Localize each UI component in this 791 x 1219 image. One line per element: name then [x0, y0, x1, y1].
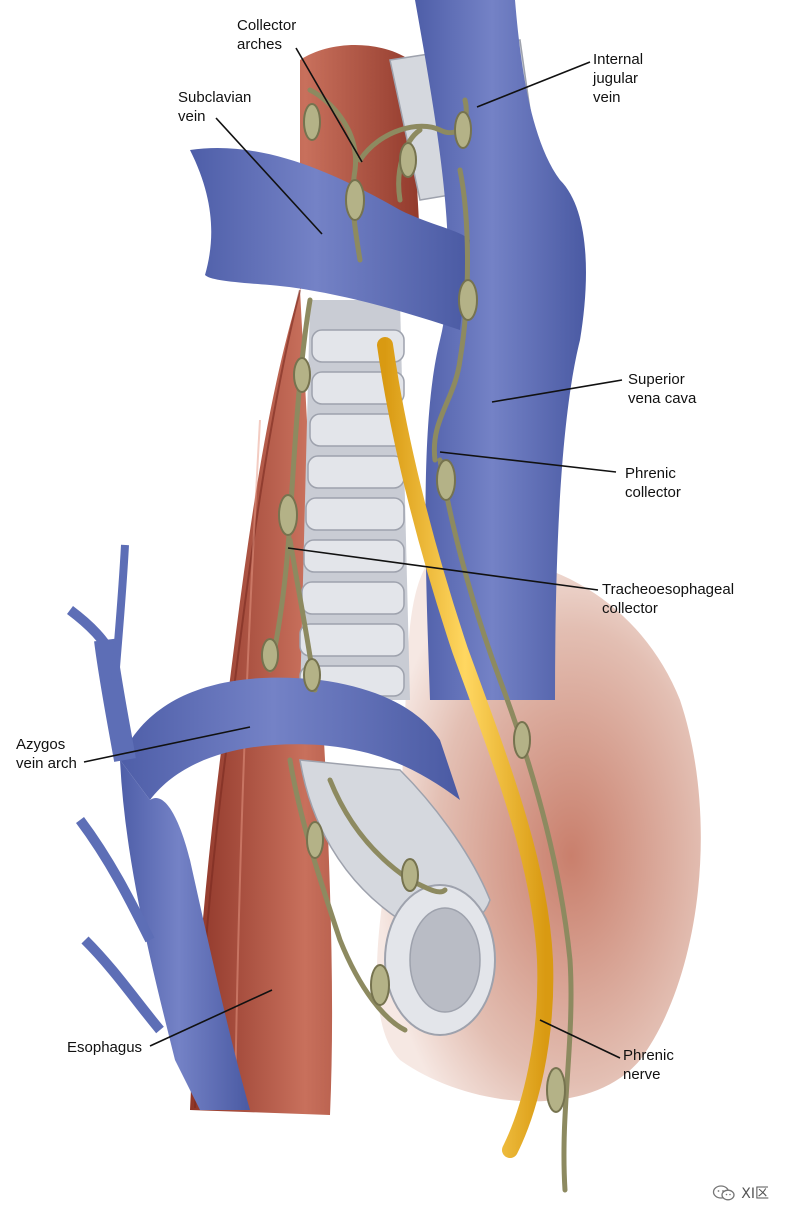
label-esophagus: Esophagus — [67, 1039, 143, 1056]
leader-phrenic-nerve — [539, 1019, 621, 1059]
leader-tracheoesophageal-collector — [287, 547, 599, 591]
label-phrenic-nerve: Phrenic nerve — [623, 1047, 674, 1083]
leader-lines — [83, 47, 623, 1059]
superior-vena-cava-shape — [415, 0, 586, 700]
leader-phrenic-collector — [439, 451, 617, 473]
phrenic-nerve-shape — [377, 337, 554, 1158]
wechat-icon — [713, 1185, 735, 1201]
leader-esophagus — [149, 989, 273, 1047]
leader-superior-vena-cava — [491, 379, 623, 403]
subclavian-vein-shape — [190, 148, 470, 330]
watermark: XI区 — [712, 1183, 769, 1203]
label-internal-jugular-vein: Internal jugular vein — [593, 51, 644, 106]
leader-azygos-vein-arch — [83, 726, 251, 763]
lymph-nodes — [261, 103, 566, 1113]
azygos-arch-shape — [120, 677, 460, 800]
label-tracheoesophageal-collector: Tracheoesophageal collector — [602, 581, 735, 617]
leader-collector-arches — [295, 47, 363, 163]
label-subclavian-vein: Subclavian vein — [178, 89, 252, 125]
watermark-text: XI区 — [741, 1186, 769, 1202]
label-superior-vena-cava: Superior vena cava — [628, 371, 697, 407]
label-azygos-vein-arch: Azygos vein arch — [16, 736, 77, 772]
label-collector-arches: Collector arches — [237, 17, 297, 53]
label-phrenic-collector: Phrenic collector — [625, 465, 681, 501]
leader-internal-jugular-vein — [476, 61, 591, 108]
azygos-descending-shape — [120, 760, 250, 1110]
leader-subclavian-vein — [215, 117, 323, 235]
